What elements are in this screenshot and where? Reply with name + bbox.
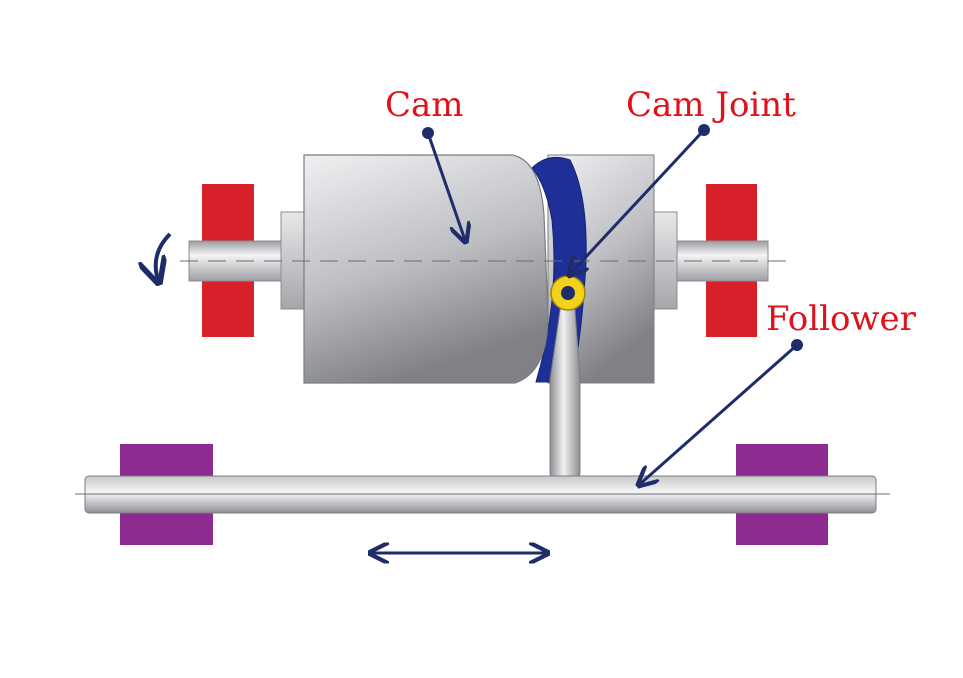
cam-joint-leader-dot	[698, 124, 710, 136]
follower-leader-line	[640, 343, 798, 484]
rotation-arrow	[156, 232, 172, 280]
follower-leader-dot	[791, 339, 803, 351]
follower-label: Follower	[766, 299, 917, 339]
cam-joint-leader-line	[570, 128, 706, 274]
cam-joint-label: Cam Joint	[626, 85, 796, 125]
cam-cylinder-left	[303, 154, 549, 384]
cam-leader-line	[426, 132, 465, 240]
cam-leader-dot	[422, 127, 434, 139]
cam-joint-center	[561, 286, 575, 300]
cam-label: Cam	[385, 85, 464, 125]
